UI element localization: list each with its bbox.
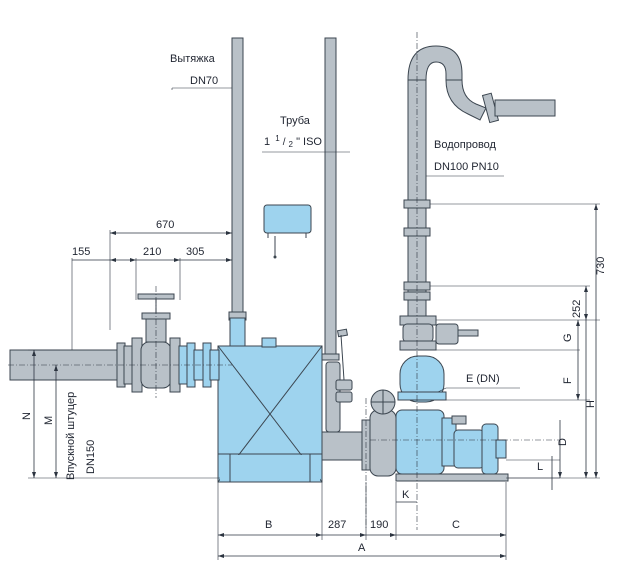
collection-tank <box>217 337 323 483</box>
dim-F: F <box>562 377 574 384</box>
dim-190: 190 <box>370 519 388 531</box>
left-dimensions: N M Впускной штуцер DN150 <box>21 349 220 480</box>
dim-K: K <box>402 489 410 501</box>
exhaust-dn: DN70 <box>190 75 218 87</box>
top-dimensions: 670 155 210 305 <box>71 219 233 350</box>
dim-G: G <box>562 333 574 342</box>
discharge-riser <box>397 45 556 403</box>
water-title: Водопровод <box>434 139 497 151</box>
inlet-pipe <box>9 293 220 393</box>
pipe-size-den: 2 <box>289 140 294 149</box>
dim-C: C <box>452 519 460 531</box>
label-pipe-iso: Труба 1 1 / 2 " ISO <box>262 115 350 153</box>
hand-pump <box>325 328 353 433</box>
dim-210: 210 <box>143 246 161 258</box>
dim-670: 670 <box>156 219 174 231</box>
dim-A: A <box>358 542 366 554</box>
label-e-dn: E (DN) <box>437 373 520 393</box>
right-dimensions: 730 252 G F H D <box>430 203 607 479</box>
pump-motor-unit <box>395 409 509 482</box>
dim-D: D <box>557 438 569 446</box>
pipe-1-5-iso <box>321 37 340 361</box>
inlet-dn: DN150 <box>85 440 97 474</box>
label-exhaust: Вытяжка DN70 <box>170 53 232 90</box>
pipe-size: 1 1 / 2 " ISO <box>264 132 322 150</box>
exhaust-pipe <box>228 37 247 347</box>
control-box <box>263 204 312 259</box>
dim-730: 730 <box>595 257 607 275</box>
dim-287: 287 <box>328 519 346 531</box>
e-dn-label: E (DN) <box>466 373 500 385</box>
pipe-size-suffix: " ISO <box>296 136 322 148</box>
pump-isolation-valve <box>321 389 397 477</box>
dim-305: 305 <box>186 246 204 258</box>
dim-H: H <box>585 400 597 408</box>
inlet-title: Впускной штуцер <box>65 392 77 480</box>
exhaust-title: Вытяжка <box>170 53 216 65</box>
pipe-title: Труба <box>280 115 311 127</box>
dim-B: B <box>265 519 272 531</box>
dim-252: 252 <box>571 300 583 318</box>
dim-N: N <box>21 412 33 420</box>
dim-M: M <box>43 416 55 425</box>
dim-155: 155 <box>72 246 90 258</box>
dim-L: L <box>537 461 543 473</box>
bottom-dimensions: B 287 190 C A K L <box>217 456 560 560</box>
pipe-size-num: 1 <box>275 134 280 143</box>
pipe-size-prefix: 1 <box>264 136 270 148</box>
label-water: Водопровод DN100 PN10 <box>426 139 504 177</box>
water-dn: DN100 PN10 <box>434 161 499 173</box>
